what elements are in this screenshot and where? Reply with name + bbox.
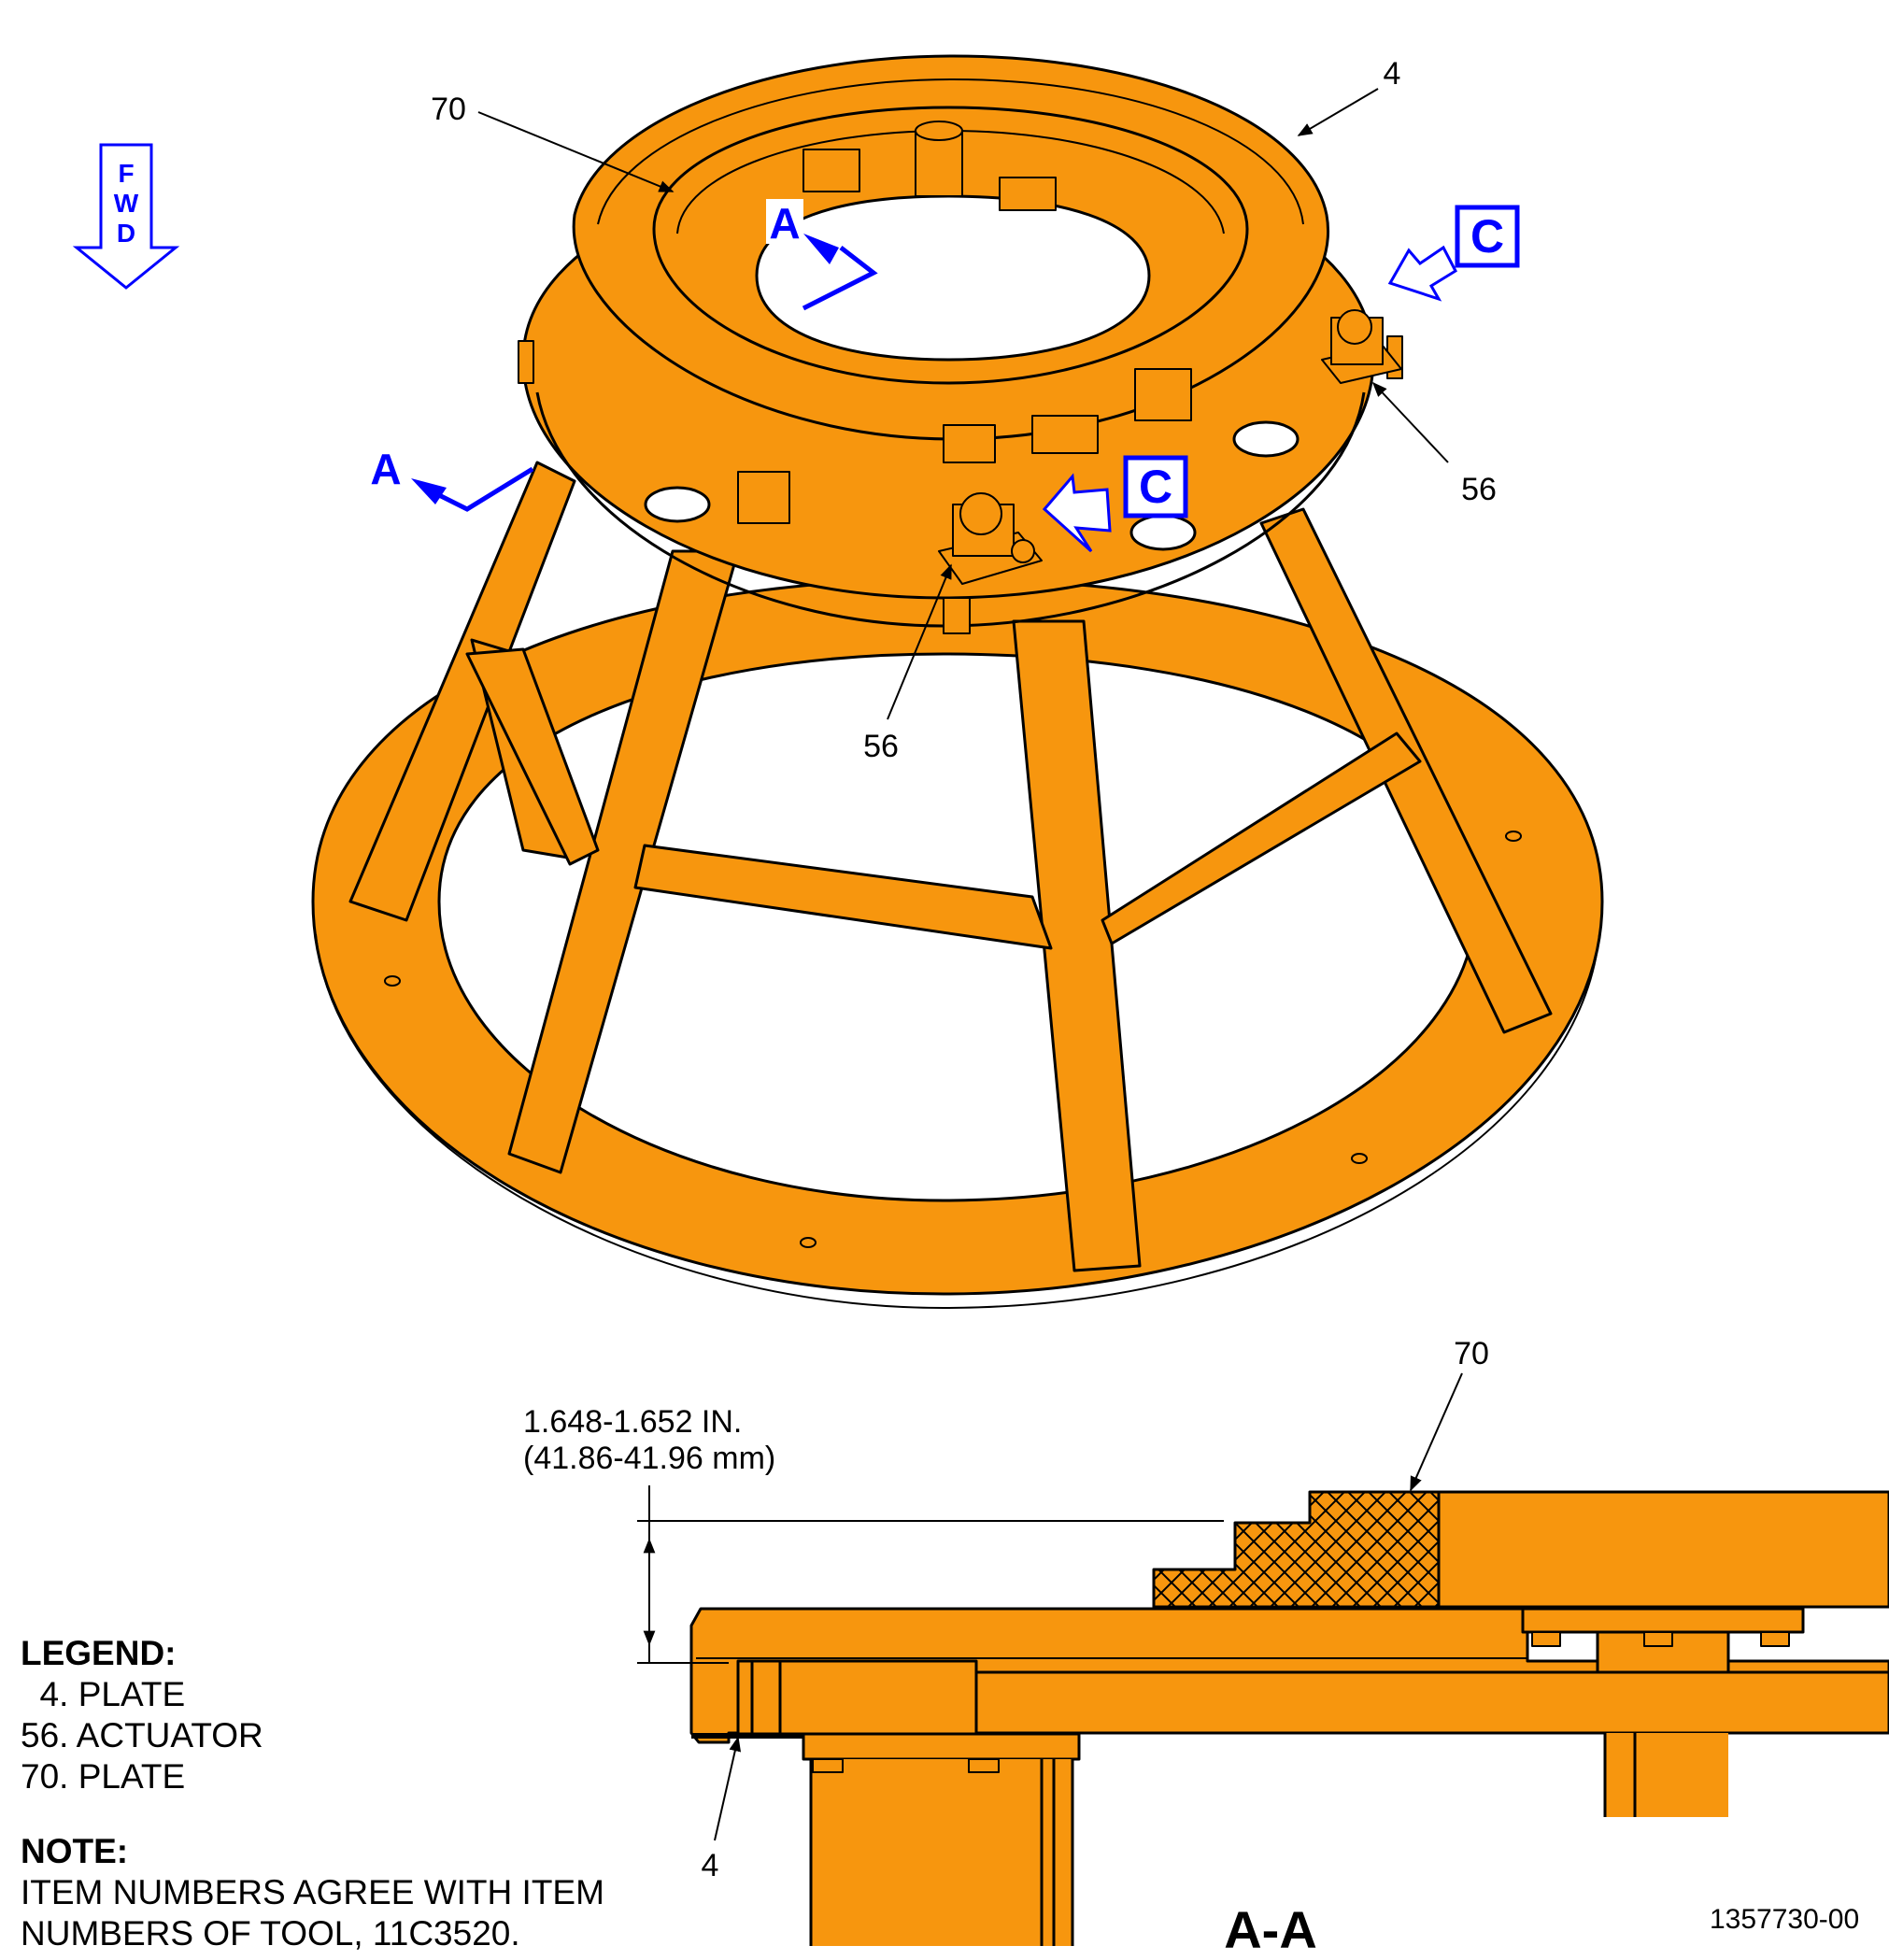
section-marker-a-left: A [370,445,534,512]
brackets [518,335,1403,634]
svg-text:A: A [769,199,800,248]
callout-70-top: 70 [431,92,675,192]
fwd-letter: D [117,219,135,248]
svg-text:70: 70 [1454,1336,1489,1371]
svg-text:C: C [1470,210,1504,263]
callout-56-front: 56 [863,563,952,764]
svg-text:4: 4 [702,1848,719,1883]
fwd-letter: F [118,159,134,188]
actuator-front [938,492,1043,585]
svg-text:56: 56 [1461,472,1497,507]
section-marker-c-front: C [1042,455,1188,553]
legend-item: 4. PLATE [21,1675,186,1713]
section-view-a-a [689,1490,1889,1946]
callout-56-right: 56 [1371,381,1497,507]
legend-title: LEGEND: [21,1634,177,1672]
svg-text:A: A [370,445,401,493]
fixture-isometric-view [311,54,1604,1309]
svg-text:56: 56 [863,729,899,764]
legend-item: 56. ACTUATOR [21,1716,263,1754]
plate-70-crosshatch [1152,1490,1441,1609]
note-line: NUMBERS OF TOOL, 11C3520. [21,1914,520,1953]
upper-block [1437,1490,1889,1609]
mounting-holes [644,420,1300,551]
upper-ring-assembly [518,54,1403,634]
dimension-inches: 1.648-1.652 IN. [523,1404,742,1440]
svg-text:4: 4 [1384,56,1401,92]
note-line: ITEM NUMBERS AGREE WITH ITEM [21,1873,604,1911]
section-title: A-A [1224,1900,1317,1959]
section-marker-a-top: A [766,199,878,311]
callout-4-top: 4 [1297,56,1401,136]
section-marker-c-right: C [1387,205,1520,302]
legend: LEGEND: 4. PLATE 56. ACTUATOR 70. PLATE [21,1633,263,1797]
legend-item: 70. PLATE [21,1757,186,1796]
note: NOTE: ITEM NUMBERS AGREE WITH ITEM NUMBE… [21,1831,604,1954]
callout-70-section: 70 [1410,1336,1489,1492]
fwd-arrow: F W D [72,143,180,290]
bottom-block [802,1732,1081,1761]
svg-text:70: 70 [431,92,466,127]
callout-4-section: 4 [702,1736,742,1883]
actuator-right [1321,309,1402,384]
right-support [1521,1607,1805,1634]
svg-text:C: C [1139,461,1172,513]
figure-number: 1357730-00 [1710,1904,1860,1935]
cross-braces [465,647,1422,950]
inner-bearings [737,121,1192,524]
fwd-letter: W [114,189,139,218]
note-title: NOTE: [21,1832,129,1870]
dimension-mm: (41.86-41.96 mm) [523,1441,775,1476]
dimension: 1.648-1.652 IN. (41.86-41.96 mm) [523,1404,1224,1664]
